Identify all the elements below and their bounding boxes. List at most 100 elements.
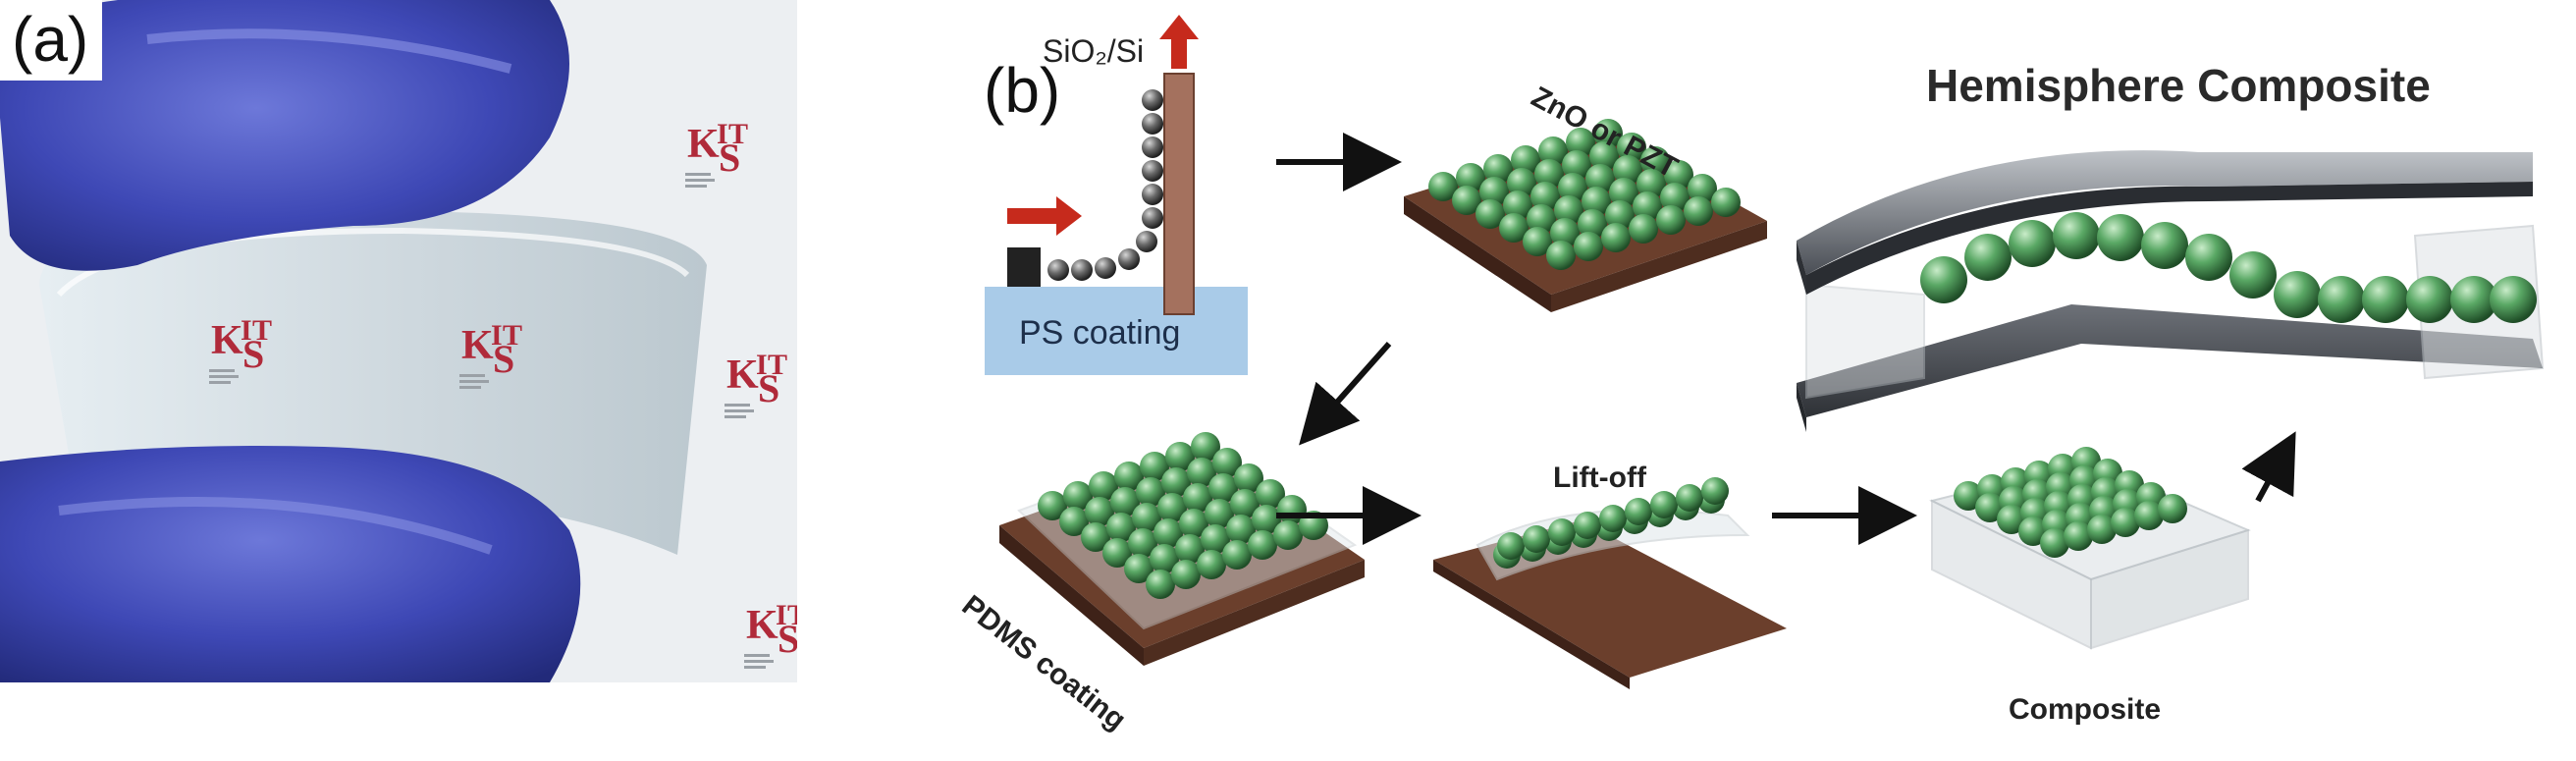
sphere: [1157, 493, 1187, 522]
sphere: [1179, 509, 1208, 538]
composite-step: [1929, 447, 2251, 650]
sphere: [1102, 538, 1132, 568]
sphere: [1452, 186, 1481, 215]
sphere: [1617, 133, 1646, 162]
sphere: [1230, 489, 1260, 518]
sphere: [2018, 516, 2048, 546]
sphere: [1688, 174, 1717, 203]
sphere: [2064, 521, 2093, 551]
sphere: [1252, 505, 1281, 534]
sphere: [1605, 200, 1635, 230]
sphere: [2134, 501, 2164, 530]
sphere: [1248, 530, 1277, 560]
sphere: [2406, 276, 2453, 323]
sphere: [1589, 141, 1619, 171]
sphere: [1081, 522, 1110, 552]
sphere: [1593, 119, 1623, 148]
sphere: [1171, 560, 1201, 589]
sphere: [1132, 503, 1161, 532]
sphere: [1511, 145, 1540, 175]
composite-label: Composite: [2009, 693, 2162, 726]
sphere: [1664, 160, 1693, 190]
sphere: [1503, 190, 1532, 220]
sphere: [1574, 512, 1601, 539]
lift-off-label: Lift-off: [1553, 462, 1646, 494]
arrow-down-left-icon: [1299, 342, 1392, 446]
sphere: [2185, 234, 2232, 281]
sphere: [1059, 507, 1089, 536]
sphere: [1554, 195, 1583, 225]
sphere: [1954, 481, 1983, 511]
sphere: [1191, 432, 1220, 462]
sphere: [1085, 497, 1114, 526]
sphere: [2111, 508, 2140, 537]
sphere: [1106, 513, 1136, 542]
flow-arrows: [1276, 133, 2296, 545]
sphere: [2362, 276, 2409, 323]
sphere: [1273, 520, 1303, 550]
sphere: [1205, 499, 1234, 528]
sphere: [1507, 168, 1536, 197]
sphere: [1538, 136, 1568, 166]
sphere: [1711, 188, 1741, 217]
sphere: [1656, 205, 1686, 235]
sphere: [1523, 525, 1550, 553]
sphere: [1558, 173, 1587, 202]
ps-coating-step: [985, 15, 1248, 375]
diagram-title: Hemisphere Composite: [1926, 60, 2431, 111]
sphere: [1124, 554, 1154, 583]
sphere: [1701, 477, 1729, 505]
flexible-film-photo: K I T S: [0, 0, 797, 682]
sphere: [1428, 172, 1458, 201]
sphere: [1476, 199, 1505, 229]
sphere: [1527, 204, 1556, 234]
sphere: [1222, 540, 1252, 570]
sphere: [1625, 498, 1652, 525]
sphere: [1497, 532, 1525, 560]
sphere: [1136, 477, 1165, 507]
sphere: [1063, 481, 1093, 511]
sphere: [1601, 223, 1631, 252]
ps-coating-label: PS coating: [1019, 314, 1181, 352]
sphere: [1684, 196, 1713, 226]
sphere: [1038, 491, 1067, 520]
sphere: [1154, 518, 1183, 548]
process-flow-diagram: [985, 15, 2545, 689]
sphere: [1165, 442, 1195, 471]
zno-pzt-array-step: [1404, 119, 1767, 312]
sphere: [1582, 187, 1611, 216]
sphere: [1566, 128, 1595, 157]
sphere: [1578, 209, 1607, 239]
sphere: [1599, 505, 1627, 532]
sphere: [2053, 212, 2100, 259]
sphere: [1574, 232, 1603, 261]
sphere: [2490, 276, 2537, 323]
photo-panel-a: K I T S (a): [0, 0, 797, 682]
sphere: [1499, 213, 1529, 243]
substrate-label: SiO₂/Si: [1043, 33, 1145, 69]
sphere: [1523, 227, 1552, 256]
sphere: [1548, 518, 1576, 546]
arrow-up-icon: [2241, 431, 2296, 503]
hemisphere-composite-illustration: [1797, 150, 2545, 432]
sphere: [1483, 154, 1513, 184]
sphere: [1110, 487, 1140, 516]
sphere: [1208, 473, 1238, 503]
sphere: [1546, 241, 1576, 270]
sphere: [1534, 159, 1564, 189]
sphere: [1226, 515, 1256, 544]
sphere: [1676, 484, 1703, 512]
pdms-coating-step: [999, 432, 1365, 666]
sphere: [1256, 479, 1285, 509]
sphere: [2087, 515, 2117, 544]
sphere: [1140, 452, 1169, 481]
sphere: [2158, 494, 2187, 523]
sphere: [1114, 462, 1144, 491]
sphere: [1456, 163, 1485, 192]
sphere: [1997, 505, 2026, 534]
sphere: [1629, 214, 1658, 244]
sphere: [1660, 183, 1690, 212]
sphere: [1161, 467, 1191, 497]
sphere: [1609, 178, 1638, 207]
sphere: [1479, 177, 1509, 206]
